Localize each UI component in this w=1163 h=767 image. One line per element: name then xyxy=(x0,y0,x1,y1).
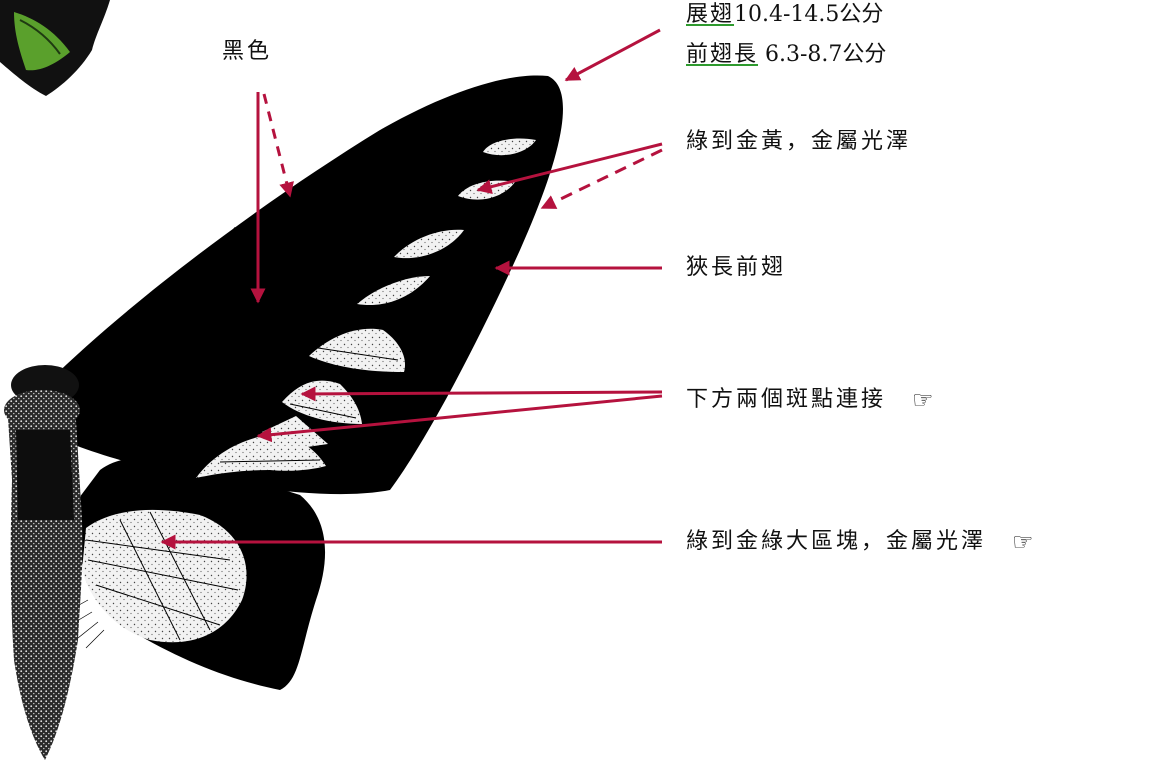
arrow-green-gold-dashed xyxy=(540,148,663,210)
label-green-patch: 綠到金綠大區塊，金屬光澤 xyxy=(686,529,987,554)
arrow-lower-spot-1 xyxy=(300,386,663,402)
label-green-patch-row: 綠到金綠大區塊，金屬光澤 ☞ xyxy=(686,528,1037,556)
pointing-hand-icon[interactable]: ☞ xyxy=(1012,528,1037,556)
pointing-hand-icon[interactable]: ☞ xyxy=(912,386,937,414)
arrow-wingspan xyxy=(564,28,661,82)
label-black: 黑色 xyxy=(222,39,273,64)
wingspan-value: 10.4-14.5公分 xyxy=(734,2,884,27)
butterfly-body xyxy=(4,365,83,760)
label-wingspan: 展翅10.4-14.5公分 xyxy=(686,1,883,29)
label-lower-spots-row: 下方兩個斑點連接 ☞ xyxy=(686,386,937,414)
arrow-green-gold-solid xyxy=(476,142,663,195)
forewing xyxy=(40,75,563,495)
hindwing-green-patch xyxy=(82,509,247,643)
wingspan-term: 展翅 xyxy=(686,2,735,27)
label-lower-spots: 下方兩個斑點連接 xyxy=(686,387,887,412)
label-narrow-forewing: 狹長前翅 xyxy=(686,255,787,280)
forewing-spots xyxy=(196,138,536,478)
label-forewing-length: 前翅長 6.3-8.7公分 xyxy=(686,41,886,69)
arrow-lower-spot-2 xyxy=(256,394,663,443)
forewing-term: 前翅長 xyxy=(686,42,759,67)
arrow-black-dashed xyxy=(262,93,294,198)
label-green-gold: 綠到金黃，金屬光澤 xyxy=(686,129,912,154)
forewing-value: 6.3-8.7公分 xyxy=(758,42,887,67)
thumbnail-butterfly xyxy=(0,0,110,96)
